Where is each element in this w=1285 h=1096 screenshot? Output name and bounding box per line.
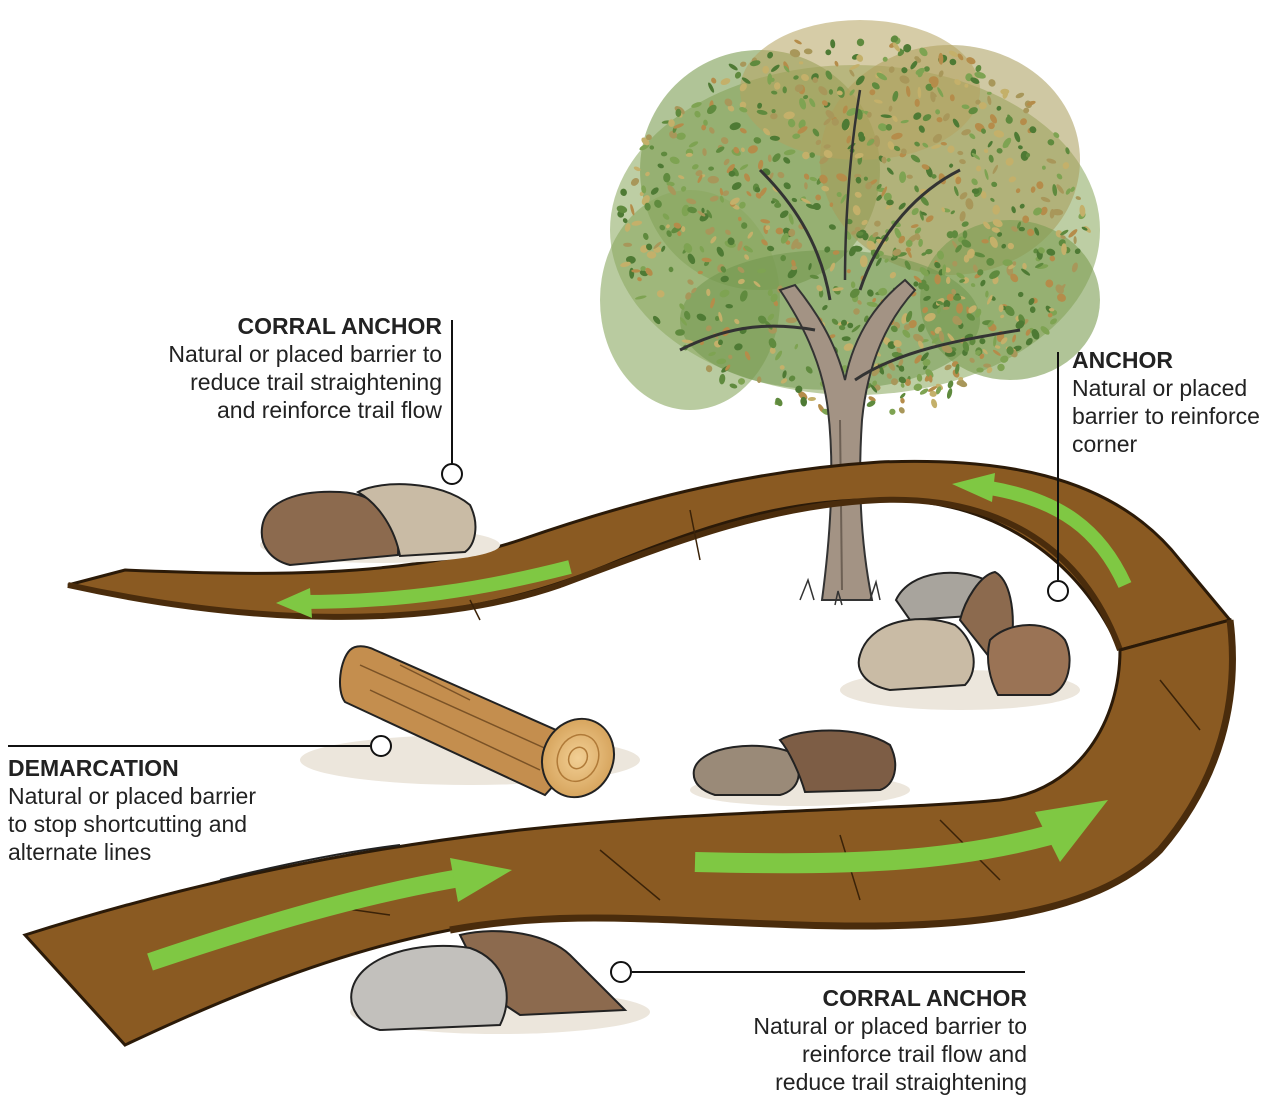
leaf xyxy=(676,109,682,117)
leaf xyxy=(946,277,950,284)
callout-desc-line: to stop shortcutting and xyxy=(8,810,328,838)
marker-corral-anchor-top xyxy=(442,464,462,484)
leaf xyxy=(631,269,640,272)
leaf xyxy=(946,388,953,400)
leaf xyxy=(930,398,938,409)
marker-anchor xyxy=(1048,581,1068,601)
callout-corral-anchor-top: CORRAL ANCHOR Natural or placed barrier … xyxy=(82,312,442,424)
callout-desc-line: Natural or placed barrier to xyxy=(82,340,442,368)
callout-desc-line: Natural or placed barrier xyxy=(8,782,328,810)
callout-desc-line: reduce trail straightening xyxy=(82,368,442,396)
rocks-anchor-right xyxy=(840,572,1080,710)
callout-desc-line: corner xyxy=(1072,430,1282,458)
callout-desc-line: alternate lines xyxy=(8,838,328,866)
leaf xyxy=(1030,306,1036,313)
rocks-center xyxy=(690,730,910,806)
callout-desc-line: reduce trail straightening xyxy=(667,1068,1027,1096)
callout-title: ANCHOR xyxy=(1072,346,1282,374)
callout-desc-line: reinforce trail flow and xyxy=(667,1040,1027,1068)
callout-title: DEMARCATION xyxy=(8,754,328,782)
callout-title: CORRAL ANCHOR xyxy=(82,312,442,340)
leaf xyxy=(808,397,816,402)
callout-corral-anchor-bottom: CORRAL ANCHOR Natural or placed barrier … xyxy=(667,984,1027,1096)
callout-title: CORRAL ANCHOR xyxy=(667,984,1027,1012)
leaf xyxy=(825,49,831,55)
rocks-bottom xyxy=(350,931,650,1034)
marker-corral-anchor-bottom xyxy=(611,962,631,982)
leaf xyxy=(1061,243,1067,255)
callout-demarcation: DEMARCATION Natural or placed barrier to… xyxy=(8,754,328,866)
marker-demarcation xyxy=(371,736,391,756)
callout-desc-line: Natural or placed barrier to xyxy=(667,1012,1027,1040)
log xyxy=(300,646,640,809)
leaf xyxy=(898,406,906,415)
callout-desc-line: and reinforce trail flow xyxy=(82,396,442,424)
rocks-top-left xyxy=(260,484,500,565)
leaf xyxy=(900,398,905,404)
callout-desc-line: Natural or placed xyxy=(1072,374,1282,402)
callout-anchor: ANCHOR Natural or placed barrier to rein… xyxy=(1072,346,1282,458)
leaf xyxy=(888,407,897,416)
tree-canopy xyxy=(600,20,1100,410)
callout-desc-line: barrier to reinforce xyxy=(1072,402,1282,430)
